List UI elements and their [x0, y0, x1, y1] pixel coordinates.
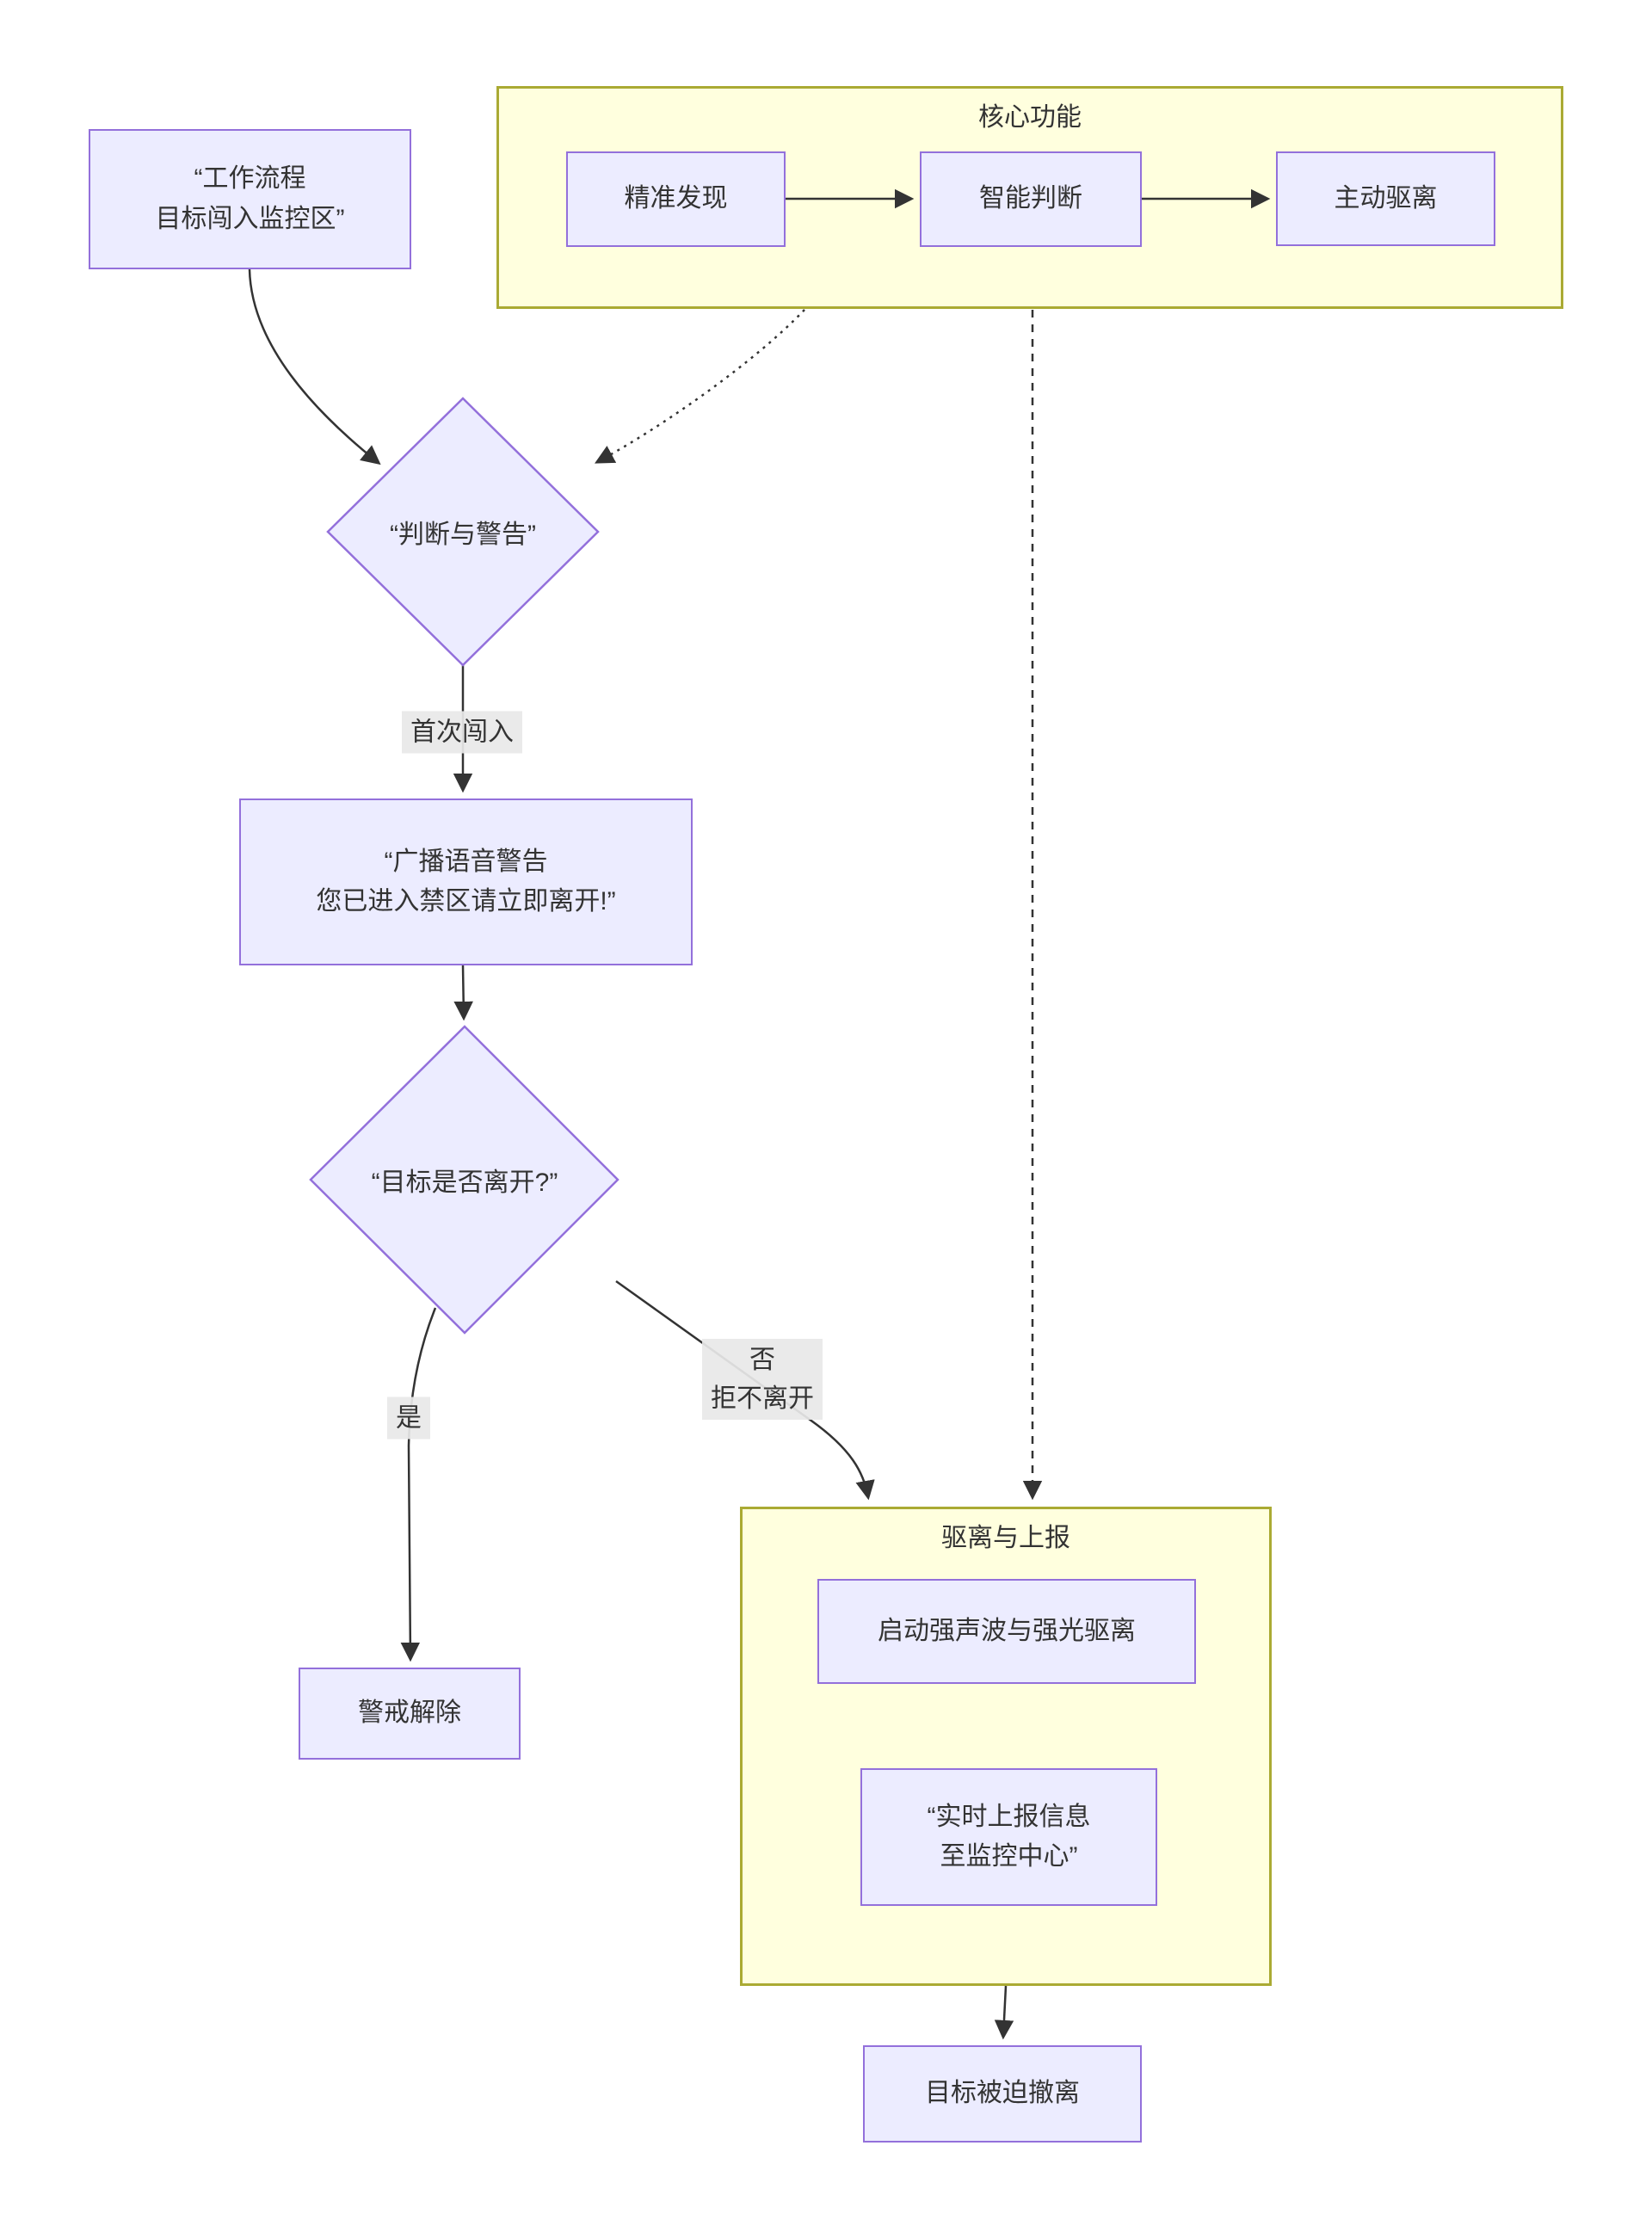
- node-workflow-line2: 目标闯入监控区”: [155, 204, 345, 233]
- edge-label-no-line1: 否: [749, 1346, 775, 1374]
- node-alert-clear-label: 警戒解除: [358, 1699, 461, 1728]
- node-broadcast-warning: “广播语音警告 您已进入禁区请立即离开!”: [239, 798, 693, 965]
- cluster-core-functions-title: 核心功能: [978, 103, 1082, 132]
- cluster-expel-report-title: 驱离与上报: [941, 1524, 1070, 1552]
- node-smart-judge-label: 智能判断: [979, 184, 1082, 213]
- node-active-expel-label: 主动驱离: [1334, 183, 1438, 213]
- edge-label-yes: 是: [387, 1397, 430, 1440]
- edge-leave-no-to-expel: [615, 1279, 875, 1501]
- node-realtime-report-line1: “实时上报信息: [927, 1802, 1091, 1831]
- node-realtime-report: “实时上报信息 至监控中心”: [860, 1768, 1157, 1906]
- edge-workflow-to-judge: [248, 268, 381, 466]
- node-forced-leave: 目标被迫撤离: [863, 2045, 1142, 2143]
- node-workflow-line1: “工作流程: [194, 164, 306, 193]
- node-sound-light-expel-label: 启动强声波与强光驱离: [878, 1616, 1136, 1645]
- node-alert-clear: 警戒解除: [299, 1668, 521, 1760]
- node-precise-detect: 精准发现: [566, 151, 786, 247]
- edge-label-first-intrusion: 首次闯入: [402, 711, 522, 754]
- edge-core-to-judge-dotted: [595, 309, 805, 464]
- edge-leave-yes-to-clear: [400, 1307, 437, 1662]
- edge-label-no: 否 拒不离开: [702, 1339, 823, 1420]
- diamond-leave-question: [309, 1025, 620, 1335]
- node-workflow: “工作流程 目标闯入监控区”: [89, 129, 411, 269]
- node-active-expel: 主动驱离: [1276, 151, 1495, 246]
- edge-label-no-line2: 拒不离开: [711, 1384, 814, 1413]
- node-precise-detect-label: 精准发现: [624, 184, 728, 213]
- node-forced-leave-label: 目标被迫撤离: [925, 2079, 1080, 2108]
- edge-expel-to-forced: [994, 1985, 1014, 2040]
- diamond-leave-question-label: “目标是否离开?”: [371, 1168, 558, 1197]
- diamond-judge-warn-label: “判断与警告”: [390, 521, 536, 549]
- node-broadcast-line1: “广播语音警告: [384, 847, 548, 876]
- node-broadcast-line2: 您已进入禁区请立即离开!”: [316, 887, 616, 916]
- node-sound-light-expel: 启动强声波与强光驱离: [817, 1579, 1196, 1684]
- edge-broadcast-to-leave: [453, 965, 473, 1021]
- node-realtime-report-line2: 至监控中心”: [940, 1842, 1078, 1871]
- node-smart-judge: 智能判断: [920, 151, 1142, 247]
- diamond-judge-warn: [326, 397, 600, 667]
